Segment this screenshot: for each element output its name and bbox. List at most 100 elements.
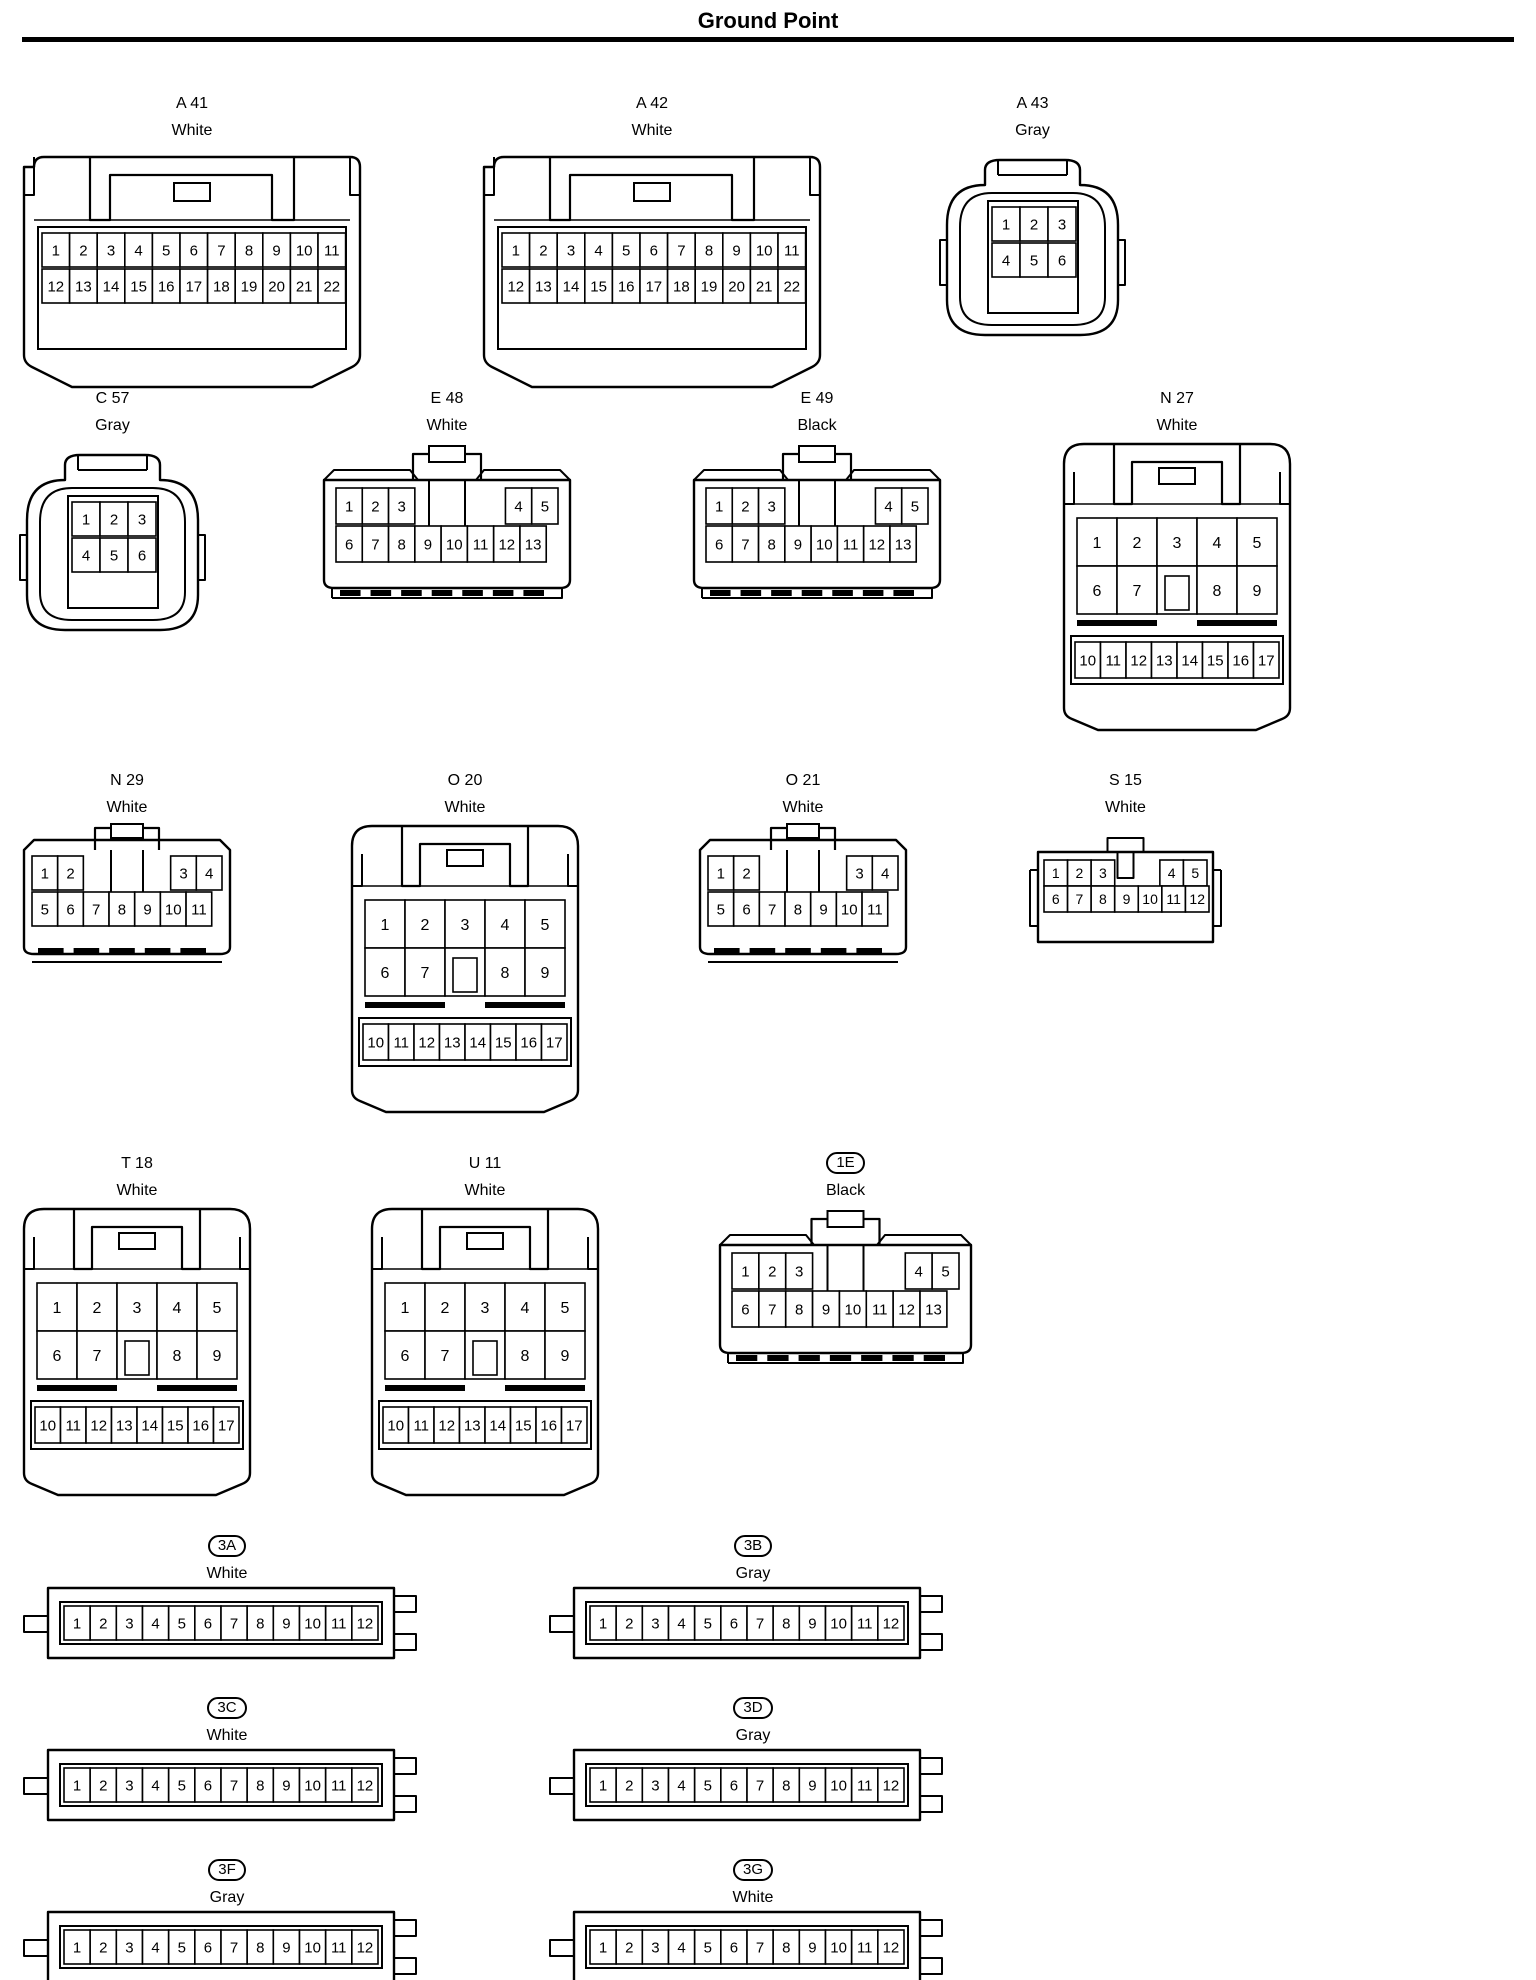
svg-text:6: 6 — [204, 1615, 212, 1632]
pin-6: 6 — [36, 1330, 78, 1380]
svg-text:16: 16 — [1232, 652, 1249, 669]
pin-9: 9 — [272, 1605, 301, 1641]
svg-text:10: 10 — [304, 1939, 321, 1956]
svg-text:8: 8 — [1213, 583, 1222, 600]
pin-5: 5 — [1019, 242, 1049, 278]
pin-8: 8 — [246, 1767, 275, 1803]
rail-slot — [740, 590, 762, 596]
svg-text:7: 7 — [756, 1777, 764, 1794]
connector-housing — [1062, 442, 1292, 732]
pin-6: 6 — [179, 232, 209, 268]
right-lugs — [394, 1919, 417, 1975]
pin-9: 9 — [414, 525, 442, 563]
svg-text:5: 5 — [704, 1939, 712, 1956]
svg-text:15: 15 — [1207, 652, 1224, 669]
connector-label: U 11 — [468, 1155, 502, 1172]
svg-text:2: 2 — [93, 1300, 102, 1317]
svg-text:1: 1 — [401, 1300, 410, 1317]
svg-text:10: 10 — [165, 901, 182, 918]
pin-2: 2 — [89, 1767, 118, 1803]
pin-10: 10 — [159, 891, 187, 927]
pin-13: 13 — [110, 1406, 138, 1444]
svg-text:8: 8 — [118, 901, 126, 918]
pin-6: 6 — [639, 232, 669, 268]
rail-slot — [73, 948, 100, 953]
svg-text:3: 3 — [651, 1615, 659, 1632]
pin-18: 18 — [666, 268, 697, 304]
pin-2: 2 — [89, 1605, 118, 1641]
pin-9: 9 — [1113, 885, 1140, 913]
svg-text:9: 9 — [808, 1777, 816, 1794]
connector-label: A 43 — [1016, 95, 1049, 112]
pin-2: 2 — [1116, 517, 1158, 567]
pin-4: 4 — [904, 1252, 933, 1290]
page-title: Ground Point — [697, 8, 839, 33]
rail-slot — [523, 590, 544, 596]
svg-text:9: 9 — [808, 1939, 816, 1956]
pin-16: 16 — [611, 268, 641, 304]
latch-arm — [1106, 837, 1145, 852]
pin-12: 12 — [41, 268, 71, 304]
svg-text:17: 17 — [546, 1034, 563, 1051]
svg-text:11: 11 — [65, 1417, 81, 1434]
pin-1: 1 — [1043, 859, 1069, 887]
pin-3: 3 — [1090, 859, 1116, 887]
pin-10: 10 — [838, 1290, 868, 1328]
connector-housing — [22, 838, 232, 956]
svg-text:10: 10 — [1142, 891, 1158, 907]
pin-8: 8 — [757, 525, 786, 563]
pin-5: 5 — [524, 899, 566, 949]
pin-2: 2 — [404, 899, 446, 949]
shoulders — [323, 469, 571, 481]
pin-6: 6 — [1047, 242, 1077, 278]
pin-11: 11 — [466, 525, 495, 563]
svg-text:5: 5 — [1191, 865, 1199, 881]
pin-3: 3 — [116, 1282, 158, 1332]
pin-15: 15 — [124, 268, 154, 304]
pin-20: 20 — [262, 268, 292, 304]
connector-code-pill: 3D — [733, 1697, 773, 1719]
pin-4: 4 — [1159, 859, 1185, 887]
connector-label: T 18 — [121, 1155, 153, 1172]
pin-11: 11 — [850, 1767, 879, 1803]
svg-text:5: 5 — [1030, 252, 1038, 269]
svg-text:2: 2 — [79, 242, 87, 259]
svg-text:6: 6 — [730, 1939, 738, 1956]
pin-1: 1 — [36, 1282, 78, 1332]
pin-5: 5 — [693, 1767, 722, 1803]
title-rule — [22, 37, 1514, 42]
pin-15: 15 — [161, 1406, 189, 1444]
pin-12: 12 — [877, 1767, 905, 1803]
svg-text:6: 6 — [204, 1939, 212, 1956]
rail-slot — [710, 590, 731, 596]
pin-7: 7 — [758, 891, 786, 927]
key-slot — [124, 1340, 150, 1376]
connector-label: O 21 — [785, 772, 821, 789]
pin-13: 13 — [68, 268, 98, 304]
svg-text:12: 12 — [868, 536, 885, 553]
svg-text:3: 3 — [1099, 865, 1107, 881]
pin-3: 3 — [115, 1605, 144, 1641]
pin-9: 9 — [524, 947, 566, 997]
svg-text:21: 21 — [296, 278, 313, 295]
connector-label: 3G — [548, 1859, 958, 1881]
rail-slot — [38, 948, 64, 953]
rail-slot — [862, 590, 884, 596]
svg-text:2: 2 — [742, 865, 750, 882]
pin-21: 21 — [289, 268, 319, 304]
svg-text:4: 4 — [677, 1615, 685, 1632]
right-lugs — [394, 1757, 417, 1813]
svg-text:12: 12 — [883, 1615, 900, 1632]
svg-text:22: 22 — [783, 278, 800, 295]
pin-3: 3 — [464, 1282, 506, 1332]
divider-bar — [365, 1002, 445, 1008]
inner-seal — [39, 487, 186, 621]
svg-text:17: 17 — [185, 278, 202, 295]
pin-16: 16 — [1227, 641, 1255, 679]
